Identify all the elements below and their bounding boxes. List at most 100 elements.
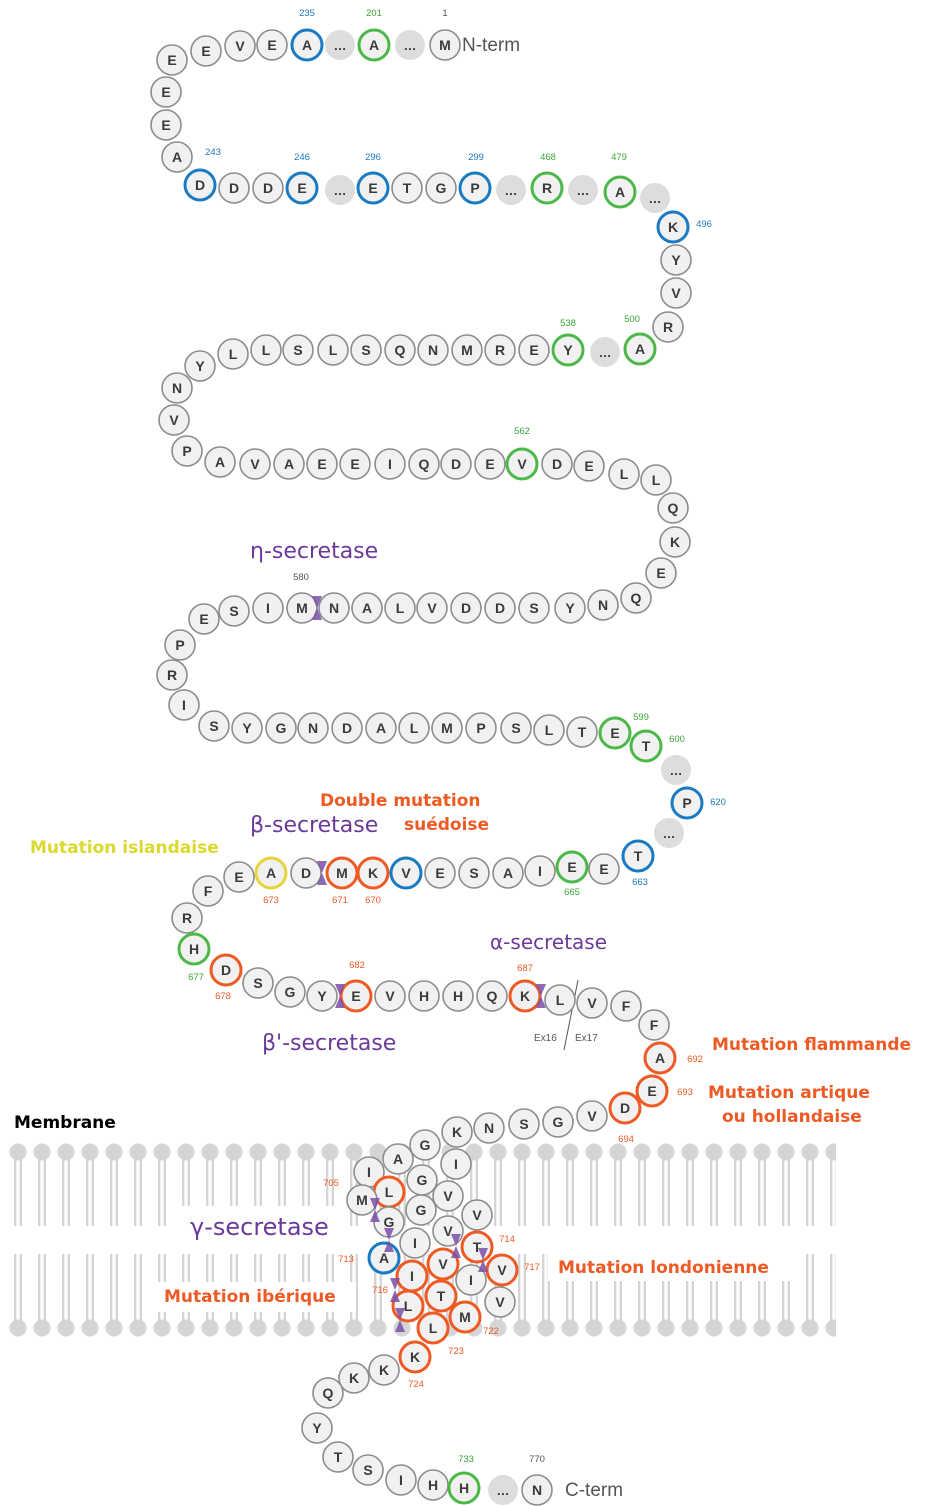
residue-number: 770 — [529, 1454, 545, 1465]
residue: A — [492, 857, 524, 889]
residue-letter: S — [229, 603, 238, 619]
residue-letter: V — [385, 988, 395, 1004]
residue-letter: … — [577, 183, 590, 198]
residue: N 770 — [521, 1454, 553, 1506]
residue: N — [417, 334, 449, 366]
cleavage-site-marker — [317, 861, 327, 885]
residue-letter: S — [253, 975, 262, 991]
residue-letter: D — [495, 600, 505, 616]
residue-letter: I — [413, 1235, 417, 1251]
residue-letter: I — [182, 697, 186, 713]
residue: L — [317, 334, 349, 366]
residue: F — [638, 1009, 670, 1041]
residue-letter: L — [620, 466, 629, 482]
residue-letter: R — [182, 910, 192, 926]
residue-letter: G — [416, 1202, 427, 1218]
residue-number: 671 — [332, 895, 348, 906]
residue-letter: G — [417, 1172, 428, 1188]
n-term-label: N-term — [462, 35, 520, 56]
residue: D — [331, 712, 363, 744]
residue-letter: I — [388, 456, 392, 472]
residue-letter: L — [652, 472, 661, 488]
residue-letter: T — [634, 848, 643, 864]
residue-letter: E — [161, 84, 170, 100]
residue: Y — [301, 1412, 333, 1444]
residue: P — [164, 629, 196, 661]
residue: V — [426, 1247, 460, 1281]
residue-letter: M — [459, 1309, 471, 1325]
residue: G — [406, 1164, 438, 1196]
residue-letter: E — [647, 1083, 656, 1099]
residue: V — [239, 448, 271, 480]
residue-letter: Q — [323, 1385, 334, 1401]
residue: M 671 — [325, 856, 359, 906]
residue-letter: K — [410, 1349, 420, 1365]
residue-letter: E — [599, 861, 608, 877]
residue-letter: L — [410, 720, 419, 736]
residue: L — [608, 458, 640, 490]
residue: I — [385, 1464, 417, 1496]
residue: I — [524, 855, 556, 887]
residue: E — [190, 35, 222, 67]
residue-letter: G — [420, 1137, 431, 1153]
residue-number: 693 — [677, 1087, 693, 1098]
residue: V — [224, 30, 256, 62]
residue-letter: A — [284, 456, 294, 472]
residue-letter: K — [520, 988, 530, 1004]
residue-letter: V — [443, 1223, 453, 1239]
residue: S — [518, 592, 550, 624]
residue: E — [306, 448, 338, 480]
residue-letter: D — [552, 456, 562, 472]
residue: E 693 — [635, 1074, 693, 1108]
c-term-label: C-term — [565, 1480, 623, 1501]
residue-number: 299 — [468, 152, 484, 163]
residue-letter: F — [204, 883, 213, 899]
cleavage-site-marker — [370, 1198, 380, 1222]
residue-letter: T — [437, 1288, 446, 1304]
residue-letter: P — [470, 180, 479, 196]
gamma-label-bg — [172, 1206, 342, 1250]
residue: T — [322, 1441, 354, 1473]
residue-letter: I — [367, 1164, 371, 1180]
ellipsis-gap: … — [590, 337, 620, 367]
ellipsis-gap: … — [395, 30, 425, 60]
residue-letter: Q — [395, 342, 406, 358]
residue-number: 663 — [632, 877, 648, 888]
residue: I — [455, 1264, 487, 1296]
residue-letter: I — [399, 1472, 403, 1488]
residue-letter: V — [671, 285, 681, 301]
residue: V — [576, 987, 608, 1019]
residue-letter: G — [285, 984, 296, 1000]
residue: V — [484, 1286, 516, 1318]
residue: L — [250, 334, 282, 366]
residue-letter: N — [532, 1482, 542, 1498]
residue-letter: L — [385, 1184, 394, 1200]
residue-number: 479 — [611, 152, 627, 163]
residue: S — [352, 1454, 384, 1486]
residue: Q — [657, 492, 689, 524]
residue: P — [171, 435, 203, 467]
residue-letter: M — [336, 865, 348, 881]
residue: G — [405, 1194, 437, 1226]
mutation-label: Mutation islandaise — [30, 838, 219, 858]
residue: D — [290, 857, 322, 889]
residue-letter: H — [428, 1477, 438, 1493]
residue: V — [660, 277, 692, 309]
residue-letter: … — [497, 1483, 510, 1498]
residue: E — [474, 448, 506, 480]
residue-letter: L — [396, 600, 405, 616]
residue-letter: A — [369, 37, 379, 53]
residue-letter: P — [476, 720, 485, 736]
residue-letter: D — [451, 456, 461, 472]
residue: N — [161, 372, 193, 404]
residue-number: 599 — [633, 712, 649, 723]
residue: A — [365, 712, 397, 744]
residue-letter: N — [428, 342, 438, 358]
residue-letter: L — [229, 346, 238, 362]
